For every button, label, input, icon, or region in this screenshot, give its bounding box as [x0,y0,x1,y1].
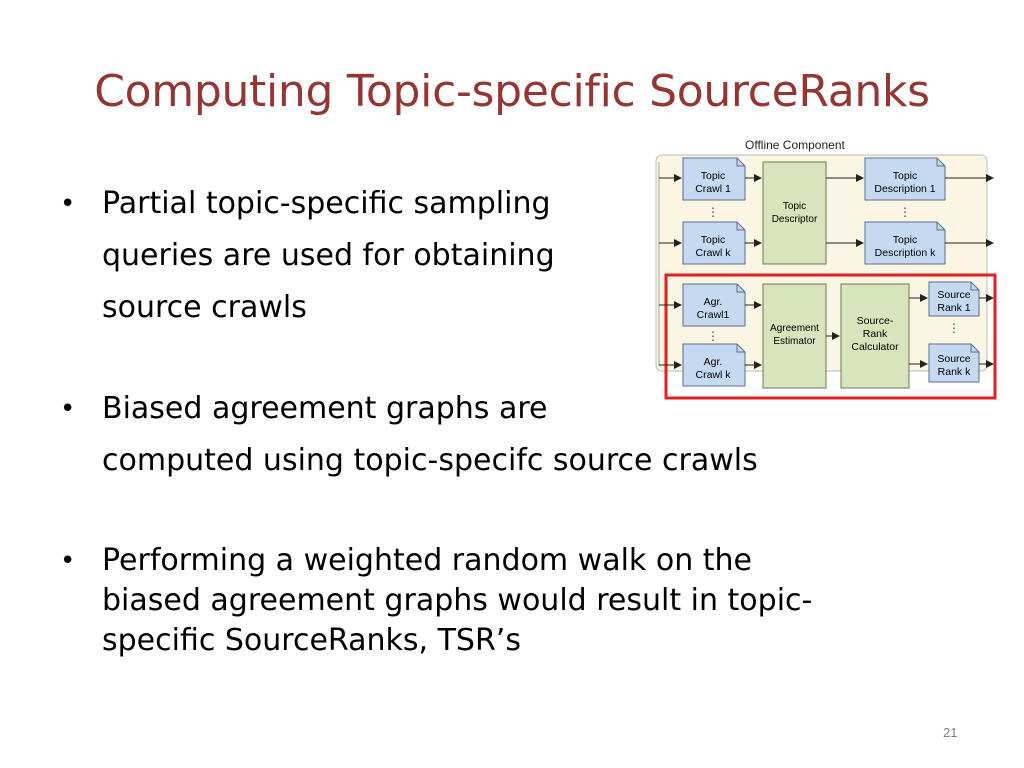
bullet-1-line-2: queries are used for obtaining [102,238,555,273]
diagram-header: Offline Component [745,138,846,152]
bullet-2-line-1: Biased agreement graphs are [102,391,548,426]
source-rank-1-doc: Source Rank 1 [928,281,980,317]
topic-description-k-doc: Topic Description k [864,221,946,265]
topic-description-k-line-2: Description k [875,247,936,259]
topic-crawl-1-line-2: Crawl 1 [695,183,731,195]
topic-descriptor-box: Topic Descriptor [762,161,827,265]
bullet-3-line-3: specific SourceRanks, TSR’s [102,623,521,658]
source-rank-k-line-2: Rank k [938,366,971,378]
source-rank-1-line-2: Rank 1 [937,302,970,314]
agreement-estimator-box: Agreement Estimator [762,283,827,389]
topic-descriptor-line-1: Topic [783,201,806,212]
topic-crawl-k-line-2: Crawl k [695,247,731,259]
svg-text:⋮: ⋮ [948,321,960,335]
source-rank-k-doc: Source Rank k [928,343,980,383]
topic-description-1-line-1: Topic [893,170,918,182]
bullet-dot: • [60,189,76,219]
agr-crawl-k-line-2: Crawl k [695,369,731,381]
source-rank-1-line-1: Source [937,289,970,301]
agr-crawl-1-doc: Agr. Crawl1 [682,283,746,327]
agr-crawl-1-line-2: Crawl1 [697,309,730,321]
sourcerank-calculator-line-3: Calculator [851,341,899,353]
topic-crawl-1-doc: Topic Crawl 1 [682,157,746,201]
source-rank-k-line-1: Source [937,353,970,365]
highlight-frame [664,273,997,400]
topic-description-1-line-2: Description 1 [874,183,935,195]
sourcerank-calculator-line-2: Rank [863,328,888,340]
topic-crawl-1-line-1: Topic [701,170,726,182]
agreement-estimator-line-1: Agreement [770,323,819,334]
agreement-estimator-line-2: Estimator [773,336,816,347]
slide-title: Computing Topic-specific SourceRanks [94,66,930,117]
agr-crawl-k-doc: Agr. Crawl k [682,343,746,387]
svg-text:⋮: ⋮ [707,329,719,343]
sourcerank-calculator-line-1: Source- [857,315,894,327]
offline-component-diagram: Offline Component Topic Crawl 1 ⋮ Topic … [655,138,997,400]
agr-crawl-1-line-1: Agr. [704,296,723,308]
svg-text:⋮: ⋮ [899,205,911,219]
topic-crawl-k-doc: Topic Crawl k [682,221,746,265]
sourcerank-calculator-box: Source- Rank Calculator [840,283,910,389]
svg-text:⋮: ⋮ [707,205,719,219]
topic-crawl-k-line-1: Topic [701,234,726,246]
agr-crawl-k-line-1: Agr. [704,356,723,368]
bullet-dot: • [60,546,76,576]
topic-description-1-doc: Topic Description 1 [864,157,946,201]
bullet-dot: • [60,394,76,424]
bullet-2-line-2: computed using topic-specifc source craw… [102,443,758,478]
bullet-1-line-1: Partial topic-specific sampling [102,186,551,221]
bullet-1-line-3: source crawls [102,290,307,325]
page-number: 21 [943,725,958,740]
bullet-3-line-2: biased agreement graphs would result in … [102,583,813,618]
topic-descriptor-line-2: Descriptor [772,214,818,225]
bullet-3-line-1: Performing a weighted random walk on the [102,543,752,578]
topic-description-k-line-1: Topic [893,234,918,246]
